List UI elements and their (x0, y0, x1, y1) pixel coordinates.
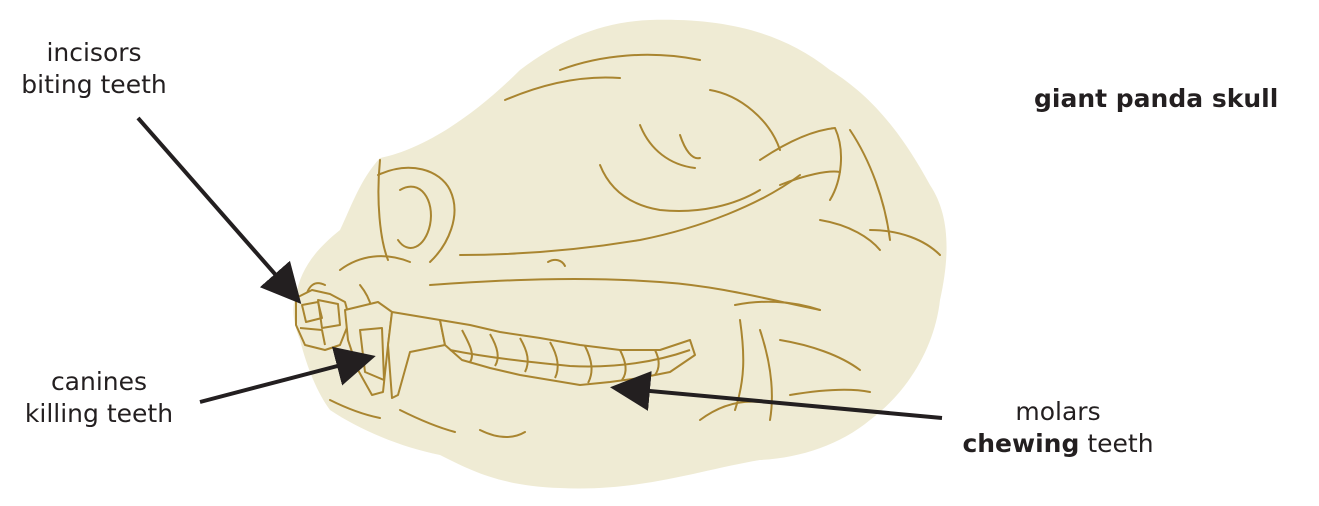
molars-description: chewing teeth (946, 428, 1170, 460)
canines-name: canines (4, 366, 194, 398)
incisors-name: incisors (0, 37, 188, 69)
canines-label: canines killing teeth (4, 366, 194, 430)
diagram-title: giant panda skull (1034, 84, 1278, 113)
molars-label: molars chewing teeth (946, 396, 1170, 460)
incisors-arrow (138, 118, 296, 298)
molars-description-bold: chewing (962, 429, 1079, 458)
molars-name: molars (946, 396, 1170, 428)
incisors-label: incisors biting teeth (0, 37, 188, 101)
molars-description-rest: teeth (1079, 429, 1153, 458)
canines-description: killing teeth (4, 398, 194, 430)
skull-shape (293, 20, 946, 489)
incisors-description: biting teeth (0, 69, 188, 101)
